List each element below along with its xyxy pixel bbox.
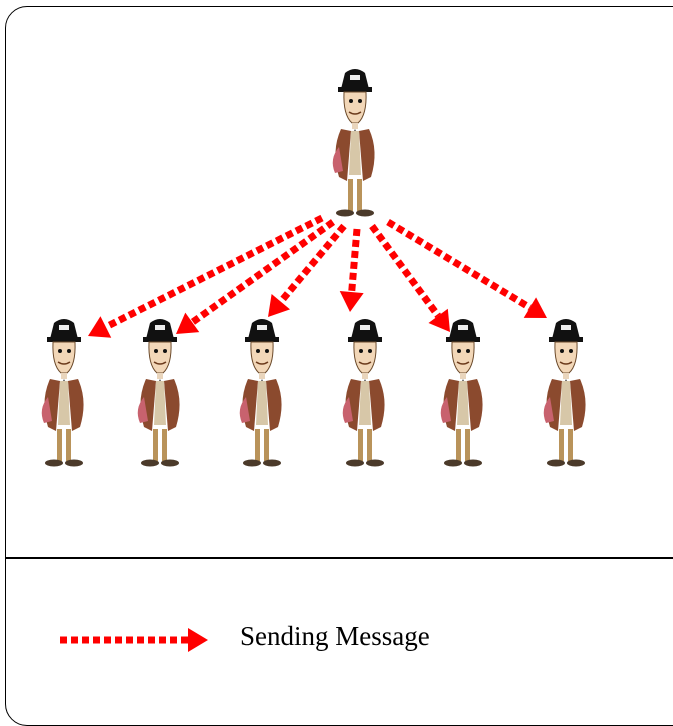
arrow-1 [88,214,324,338]
diagram-canvas [41,68,587,652]
arrow-2 [176,219,336,334]
receiver-figure-6 [543,318,587,468]
arrow-5 [369,223,450,332]
receiver-figure-2 [137,318,181,468]
sender-figure [332,68,376,218]
receiver-figure-4 [342,318,386,468]
receiver-figure-1 [41,318,85,468]
arrow-6 [386,219,547,318]
legend-arrow [60,628,208,652]
legend-label: Sending Message [240,621,430,651]
legend-divider [6,557,673,559]
arrow-4 [339,228,364,312]
receiver-figure-3 [239,318,283,468]
receiver-figure-5 [440,318,484,468]
arrow-3 [268,223,347,317]
